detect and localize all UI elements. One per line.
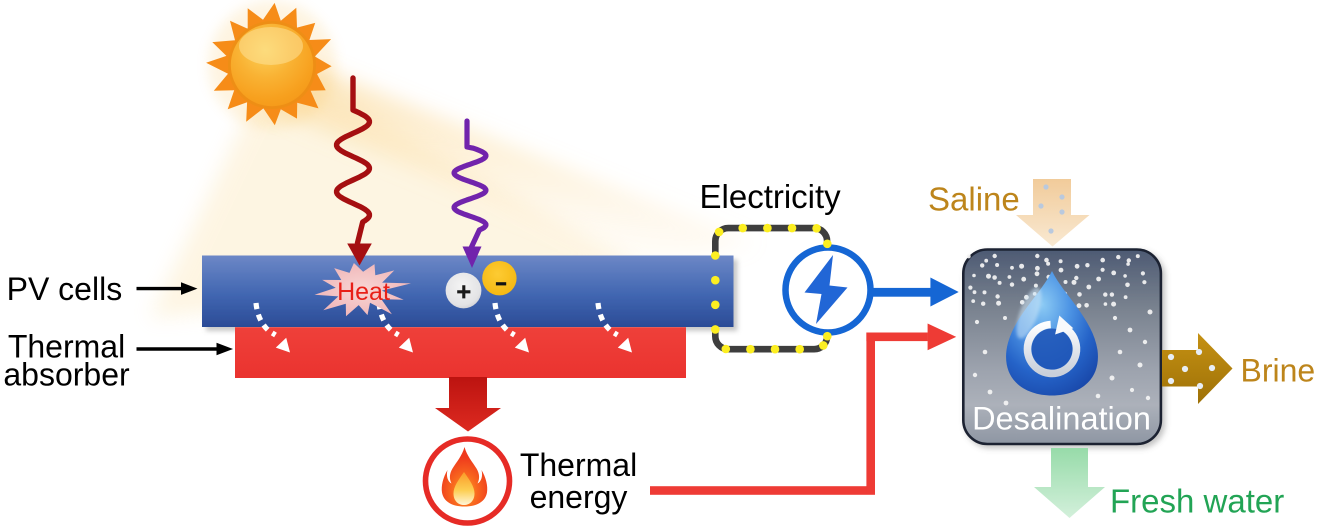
svg-text:Thermal: Thermal	[520, 447, 637, 483]
svg-text:Fresh water: Fresh water	[1110, 483, 1284, 520]
svg-text:Brine: Brine	[1241, 353, 1316, 389]
svg-text:PV cells: PV cells	[7, 271, 123, 307]
svg-text:Saline: Saline	[928, 181, 1020, 218]
svg-text:energy: energy	[530, 479, 628, 515]
svg-text:Desalination: Desalination	[972, 401, 1151, 437]
svg-text:Electricity: Electricity	[700, 178, 842, 215]
svg-text:absorber: absorber	[3, 357, 130, 393]
svg-text:Heat: Heat	[337, 278, 390, 306]
svg-text:Thermal: Thermal	[8, 329, 125, 365]
